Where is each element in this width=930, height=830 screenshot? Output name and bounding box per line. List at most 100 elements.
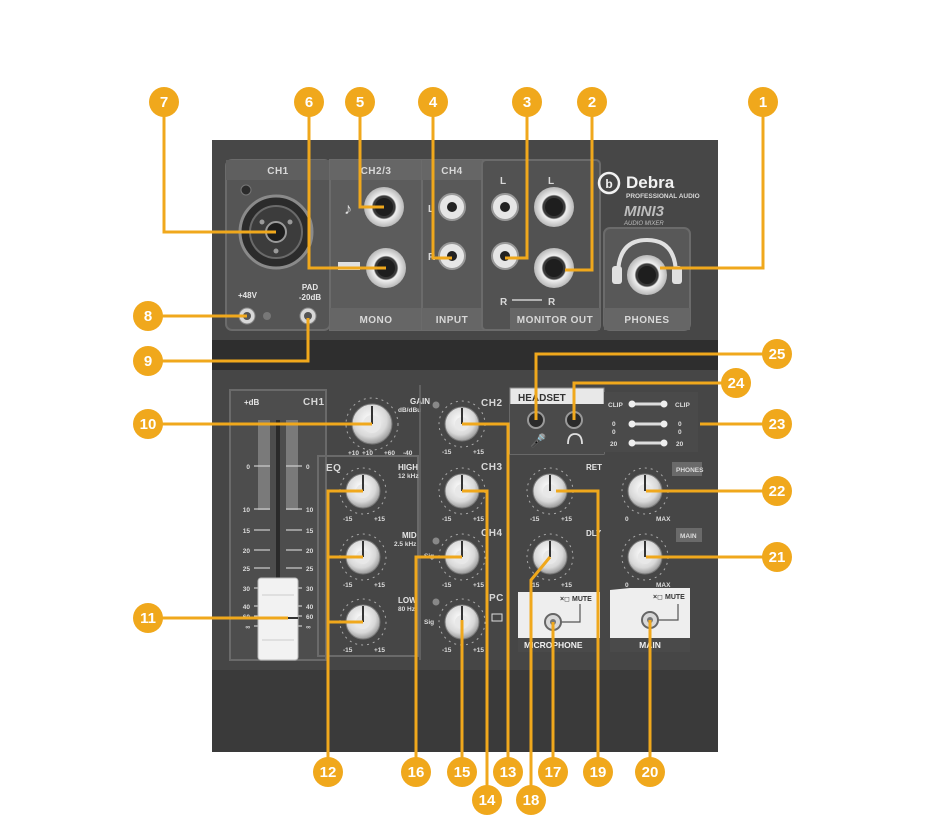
callout-number: 18 <box>523 792 540 809</box>
callout-16: 16 <box>401 757 431 787</box>
pc-knob-label: PC <box>489 593 504 604</box>
mic-mute-icon: ×◻ <box>560 596 570 603</box>
callout-12: 12 <box>313 757 343 787</box>
callout-4: 4 <box>418 87 448 117</box>
callout-number: 12 <box>320 764 337 781</box>
callout-6: 6 <box>294 87 324 117</box>
callout-19: 19 <box>583 757 613 787</box>
monitor-label-L2: L <box>548 176 555 187</box>
eq-high-knob-max-label: +15 <box>374 516 385 523</box>
meter-db-label: +dB <box>244 398 260 407</box>
main-level-knob-max-label: MAX <box>656 582 671 589</box>
meter-zero-right-b: 0 <box>678 429 682 436</box>
callout-number: 23 <box>769 416 786 433</box>
callout-15: 15 <box>447 757 477 787</box>
callout-number: 6 <box>305 94 313 111</box>
callout-11: 11 <box>133 603 163 633</box>
callout-number: 2 <box>588 94 596 111</box>
eq-mid-freq: 2.5 kHz <box>394 541 417 548</box>
fader-tick-label: 15 <box>243 528 251 535</box>
meter-20-left: 20 <box>610 441 618 448</box>
callout-7: 7 <box>149 87 179 117</box>
screw-icon <box>240 184 252 196</box>
callout-number: 14 <box>479 792 496 809</box>
headphone-icon <box>567 433 583 445</box>
callout-number: 19 <box>590 764 607 781</box>
main-level-knob-min-label: 0 <box>625 582 629 589</box>
callout-number: 7 <box>160 94 168 111</box>
ch2-level-knob-min-label: -15 <box>442 449 452 456</box>
ch2-sig-led <box>432 401 440 409</box>
ch4-label-L: L <box>428 204 435 215</box>
eq-low-label: LOW <box>398 596 417 605</box>
ch4-rca-R[interactable] <box>438 242 466 270</box>
main-mute-label: MUTE <box>665 594 685 601</box>
callout-9: 9 <box>133 346 163 376</box>
phones-jack[interactable] <box>612 237 682 295</box>
main-tag-label: MAIN <box>680 533 697 540</box>
ch4-rca-L[interactable] <box>438 193 466 221</box>
fader-tick-label: 25 <box>306 566 314 573</box>
gain-scale-4: -40 <box>403 450 413 457</box>
brand-model: MINI3 <box>624 203 665 220</box>
monitor-label-L1: L <box>500 176 507 187</box>
eq-mid-knob-max-label: +15 <box>374 582 385 589</box>
pc-level-knob-max-label: +15 <box>473 647 484 654</box>
ch2-knob-label: CH2 <box>481 398 503 409</box>
fader-tick-label: 30 <box>306 586 314 593</box>
phones-tag-label: PHONES <box>676 467 704 474</box>
monitor-rca-L[interactable] <box>491 193 519 221</box>
callout-21: 21 <box>762 542 792 572</box>
phones-level-knob-min-label: 0 <box>625 516 629 523</box>
callout-number: 1 <box>759 94 767 111</box>
brand-model-sub: AUDIO MIXER <box>623 221 664 227</box>
monitor-jack-R[interactable] <box>534 248 574 288</box>
brand-tagline: PROFESSIONAL AUDIO <box>626 193 700 200</box>
callout-number: 10 <box>140 416 157 433</box>
callout-number: 9 <box>144 353 152 370</box>
monitor-label-R1: R <box>500 297 508 308</box>
gain-sub: dB/dBu <box>398 407 421 414</box>
main-meter-panel: CLIP CLIP 0 0 0 0 20 20 <box>604 392 698 452</box>
dly-knob-min-label: -15 <box>530 582 540 589</box>
ch4-level-knob-min-label: -15 <box>442 582 452 589</box>
callout-1: 1 <box>748 87 778 117</box>
gain-scale-1: +10 <box>348 450 359 457</box>
monitor-jack-L[interactable] <box>534 187 574 227</box>
brand-name: Debra <box>626 173 675 192</box>
callout-17: 17 <box>538 757 568 787</box>
callout-13: 13 <box>493 757 523 787</box>
phones-level-knob-max-label: MAX <box>656 516 671 523</box>
fader-tick-label: 30 <box>243 586 251 593</box>
fader-tick-label: 40 <box>243 604 251 611</box>
eq-low-knob-min-label: -15 <box>343 647 353 654</box>
callout-number: 24 <box>728 375 745 392</box>
laptop-icon <box>491 613 503 622</box>
main-mute-icon: ×◻ <box>653 594 663 601</box>
meter-zero-left: 0 <box>612 421 616 428</box>
phantom-label: +48V <box>238 291 258 300</box>
callout-14: 14 <box>472 785 502 815</box>
phones-level-knob[interactable] <box>621 467 669 515</box>
section-phones: PHONES <box>624 315 669 326</box>
meter-ch1-label: CH1 <box>303 397 325 408</box>
headset-label: HEADSET <box>518 393 566 404</box>
fader-tick-label: 20 <box>243 548 251 555</box>
pad-switch[interactable] <box>299 307 317 325</box>
callout-22: 22 <box>762 476 792 506</box>
eq-label: EQ <box>326 463 341 474</box>
main-level-knob[interactable] <box>621 533 669 581</box>
callout-20: 20 <box>635 757 665 787</box>
monitor-label-R2: R <box>548 297 556 308</box>
section-mono: MONO <box>359 315 392 326</box>
monitor-rca-R[interactable] <box>491 242 519 270</box>
section-ch23: CH2/3 <box>361 166 392 177</box>
sig-label-pc: Sig <box>424 619 434 626</box>
eq-mid-label: MID <box>402 531 417 540</box>
dly-label: DLY <box>586 529 602 538</box>
ch3-level-knob-max-label: +15 <box>473 516 484 523</box>
callout-5: 5 <box>345 87 375 117</box>
section-ch4: CH4 <box>441 166 463 177</box>
section-input: INPUT <box>436 315 469 326</box>
